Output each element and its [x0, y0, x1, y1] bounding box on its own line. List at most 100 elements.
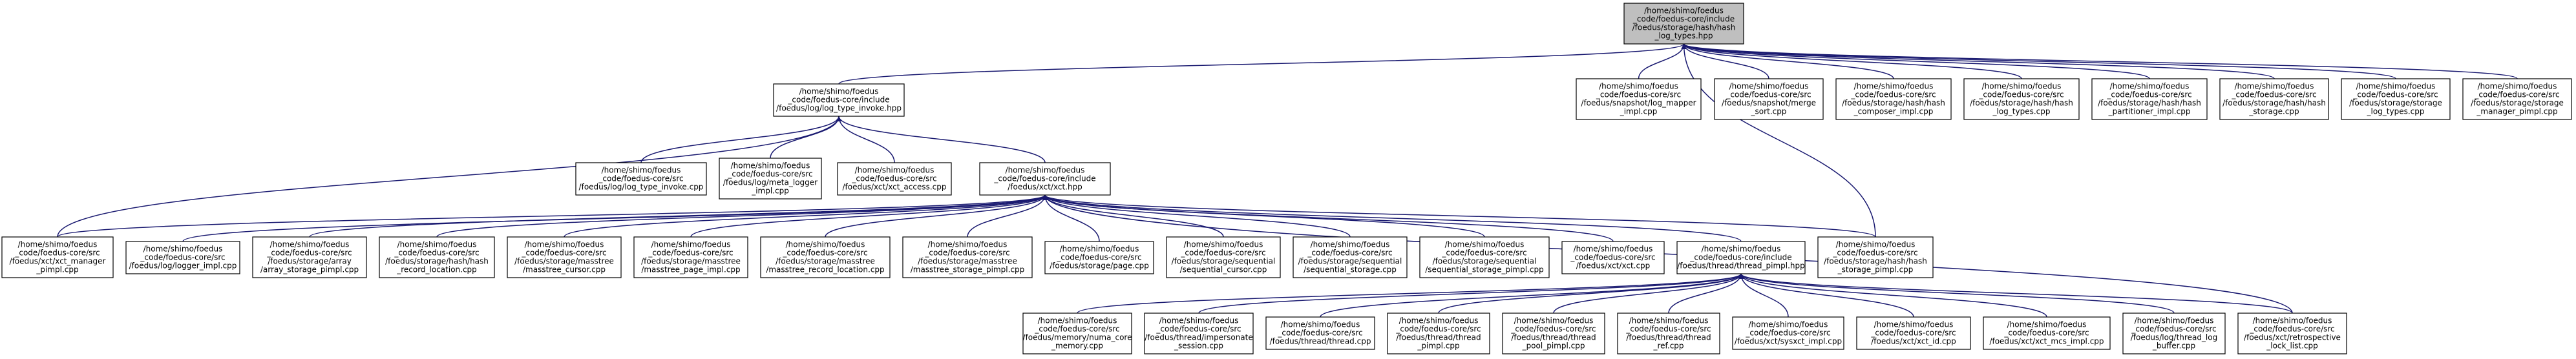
node-label-line: _code/foedus-core/src — [1570, 253, 1655, 262]
node-label-line: /foedus/storage/hash/hash — [1632, 23, 1736, 32]
edge-thread_cpp-to-thread_pimpl_hpp — [1320, 273, 1744, 318]
node-hash_partitioner_impl[interactable]: /home/shimo/foedus_code/foedus-core/src/… — [2091, 78, 2208, 120]
node-box — [1676, 241, 1806, 274]
node-label-line: _code/foedus-core/src — [2231, 90, 2316, 99]
node-label-line: /foedus/storage/storage — [2349, 99, 2442, 108]
node-label-line: /home/shimo/foedus — [2007, 320, 2087, 329]
node-label-line: /foedus/storage/hash/hash — [1824, 257, 1927, 266]
node-xct_id[interactable]: /home/shimo/foedus_code/foedus-core/src/… — [1856, 316, 1971, 350]
edge-snapshot_merge_sort-to-root — [1681, 43, 1769, 79]
node-box — [2091, 78, 2208, 120]
node-sequential_storage_pimpl[interactable]: /home/shimo/foedus_code/foedus-core/src/… — [1419, 236, 1550, 278]
node-label-line: /masstree_storage_pimpl.cpp — [911, 265, 1025, 274]
node-label-line: /home/shimo/foedus — [786, 240, 865, 249]
node-label-line: /home/shimo/foedus — [1514, 316, 1594, 325]
edge-xct_manager_pimpl-to-log_type_invoke_hpp — [57, 116, 841, 238]
node-meta_logger_impl[interactable]: /home/shimo/foedus_code/foedus-core/src/… — [719, 158, 822, 200]
node-label-line: /foedus/xct/xct_id.cpp — [1871, 337, 1956, 346]
node-box — [1576, 78, 1702, 120]
node-label-line: /home/shimo/foedus — [1749, 320, 1828, 329]
node-masstree_storage_pimpl[interactable]: /home/shimo/foedus_code/foedus-core/src/… — [902, 236, 1033, 278]
node-sequential_cursor[interactable]: /home/shimo/foedus_code/foedus-core/src/… — [1166, 236, 1281, 278]
edge-hash_partitioner_impl-to-root — [1681, 43, 2150, 79]
node-xct_hpp[interactable]: /home/shimo/foedus_code/foedus-core/incl… — [979, 162, 1111, 196]
node-label-line: _code/foedus-core/src — [2352, 90, 2438, 99]
node-label-line: /home/shimo/foedus — [1006, 166, 1085, 175]
node-storage_manager_pimpl[interactable]: /home/shimo/foedus_code/foedus-core/src/… — [2462, 78, 2572, 120]
node-xct_mcs_impl[interactable]: /home/shimo/foedus_code/foedus-core/src/… — [1983, 316, 2111, 350]
node-retrospective_lock_list[interactable]: /home/shimo/foedus_code/foedus-core/src/… — [2237, 313, 2347, 354]
node-xct_access[interactable]: /home/shimo/foedus_code/foedus-core/src/… — [837, 162, 952, 196]
node-thread_ref[interactable]: /home/shimo/foedus_code/foedus-core/src/… — [1617, 313, 1720, 354]
node-numa_core_memory[interactable]: /home/shimo/foedus_code/foedus-core/src/… — [1022, 313, 1132, 354]
node-masstree_cursor[interactable]: /home/shimo/foedus_code/foedus-core/src/… — [507, 236, 622, 278]
node-label-line: /home/shimo/foedus — [525, 240, 604, 249]
node-label-line: _session.cpp — [1174, 342, 1223, 351]
node-snapshot_log_mapper[interactable]: /home/shimo/foedus_code/foedus-core/src/… — [1576, 78, 1702, 120]
node-label-line: _code/foedus-core/src — [1625, 325, 1711, 334]
node-xct_cpp[interactable]: /home/shimo/foedus_code/foedus-core/src/… — [1561, 241, 1665, 274]
node-label-line: /home/shimo/foedus — [1982, 82, 2062, 91]
node-sysxct_impl[interactable]: /home/shimo/foedus_code/foedus-core/src/… — [1732, 316, 1844, 350]
node-xct_manager_pimpl[interactable]: /home/shimo/foedus_code/foedus-core/src/… — [1, 236, 114, 278]
node-label-line: _record_location.cpp — [396, 265, 477, 274]
node-label-line: /home/shimo/foedus — [731, 161, 810, 170]
edge-sequential_cursor-to-xct_hpp — [1042, 194, 1224, 238]
node-array_storage_pimpl[interactable]: /home/shimo/foedus_code/foedus-core/src/… — [252, 236, 367, 278]
node-box — [1265, 316, 1375, 350]
root-node-hash-log-types-hpp[interactable]: /home/shimo/foedus_code/foedus-core/incl… — [1623, 3, 1744, 45]
node-logger_impl[interactable]: /home/shimo/foedus_code/foedus-core/src/… — [125, 241, 240, 274]
node-label-line: _code/foedus-core/src — [1596, 90, 1681, 99]
edge-storage_page-to-xct_hpp — [1042, 194, 1100, 242]
node-masstree_record_location[interactable]: /home/shimo/foedus_code/foedus-core/src/… — [760, 236, 891, 278]
edge-xct_id-to-thread_pimpl_hpp — [1738, 273, 1914, 318]
node-label-line: /home/shimo/foedus — [1836, 240, 1916, 249]
node-thread_pimpl[interactable]: /home/shimo/foedus_code/foedus-core/src/… — [1387, 313, 1490, 354]
node-thread_pool_pimpl[interactable]: /home/shimo/foedus_code/foedus-core/src/… — [1502, 313, 1605, 354]
node-thread_log_buffer[interactable]: /home/shimo/foedus_code/foedus-core/src/… — [2122, 313, 2226, 354]
node-label-line: /foedus/xct/xct.hpp — [1008, 183, 1082, 192]
edge-meta_logger_impl-to-log_type_invoke_hpp — [770, 116, 841, 159]
node-thread_cpp[interactable]: /home/shimo/foedus_code/foedus-core/src/… — [1265, 316, 1375, 350]
node-hash_record_location[interactable]: /home/shimo/foedus_code/foedus-core/src/… — [379, 236, 495, 278]
node-box — [1714, 78, 1824, 120]
node-label-line: _code/foedus-core/src — [14, 249, 100, 258]
node-label-line: _storage.cpp — [2248, 107, 2299, 116]
node-label-line: /foedus/storage/sequential — [1298, 257, 1402, 266]
node-snapshot_merge_sort[interactable]: /home/shimo/foedus_code/foedus-core/src/… — [1714, 78, 1824, 120]
node-box — [1502, 313, 1605, 354]
node-box — [1044, 241, 1154, 274]
node-thread_pimpl_hpp[interactable]: /home/shimo/foedus_code/foedus-core/incl… — [1676, 241, 1806, 274]
edge-xct_cpp-to-xct_hpp — [1042, 194, 1614, 242]
node-impersonate_session[interactable]: /home/shimo/foedus_code/foedus-core/src/… — [1144, 313, 1254, 354]
node-label-line: _code/foedus-core/include — [787, 96, 889, 105]
node-log_type_invoke_hpp[interactable]: /home/shimo/foedus_code/foedus-core/incl… — [773, 83, 905, 117]
node-label-line: /foedus/storage/masstree — [641, 257, 741, 266]
node-box — [379, 236, 495, 278]
node-sequential_storage[interactable]: /home/shimo/foedus_code/foedus-core/src/… — [1293, 236, 1408, 278]
node-hash_composer_impl[interactable]: /home/shimo/foedus_code/foedus-core/src/… — [1835, 78, 1952, 120]
node-masstree_page_impl[interactable]: /home/shimo/foedus_code/foedus-core/src/… — [633, 236, 748, 278]
node-label-line: /foedus/storage/masstree — [514, 257, 614, 266]
node-label-line: _impl.cpp — [751, 187, 789, 196]
edge-xct_access-to-log_type_invoke_hpp — [836, 116, 895, 163]
edge-retrospective_lock_list-to-xct_hpp — [1042, 194, 2293, 314]
node-storage_page[interactable]: /home/shimo/foedus_code/foedus-core/src/… — [1044, 241, 1154, 274]
root-node-box — [1623, 3, 1744, 45]
node-label-line: /home/shimo/foedus — [799, 87, 879, 96]
node-label-line: /foedus/thread/thread.cpp — [1270, 337, 1371, 346]
node-storage_log_types[interactable]: /home/shimo/foedus_code/foedus-core/src/… — [2341, 78, 2451, 120]
node-label-line: /foedus/xct/xct_manager — [10, 257, 106, 266]
node-label-line: _impl.cpp — [1620, 107, 1658, 116]
node-label-line: /foedus/storage/storage — [2471, 99, 2564, 108]
node-hash_storage_pimpl[interactable]: /home/shimo/foedus_code/foedus-core/src/… — [1817, 236, 1934, 278]
node-box — [979, 162, 1111, 196]
edge-masstree_page_impl-to-xct_hpp — [690, 194, 1048, 238]
node-label-line: _pimpl.cpp — [36, 265, 78, 274]
node-hash_log_types[interactable]: /home/shimo/foedus_code/foedus-core/src/… — [1963, 78, 2080, 120]
node-hash_storage[interactable]: /home/shimo/foedus_code/foedus-core/src/… — [2219, 78, 2329, 120]
node-box — [1732, 316, 1844, 350]
node-label-line: /home/shimo/foedus — [1629, 316, 1709, 325]
node-log_type_invoke_cpp[interactable]: /home/shimo/foedus_code/foedus-core/src/… — [575, 162, 707, 196]
node-label-line: _pool_pimpl.cpp — [1522, 342, 1585, 351]
